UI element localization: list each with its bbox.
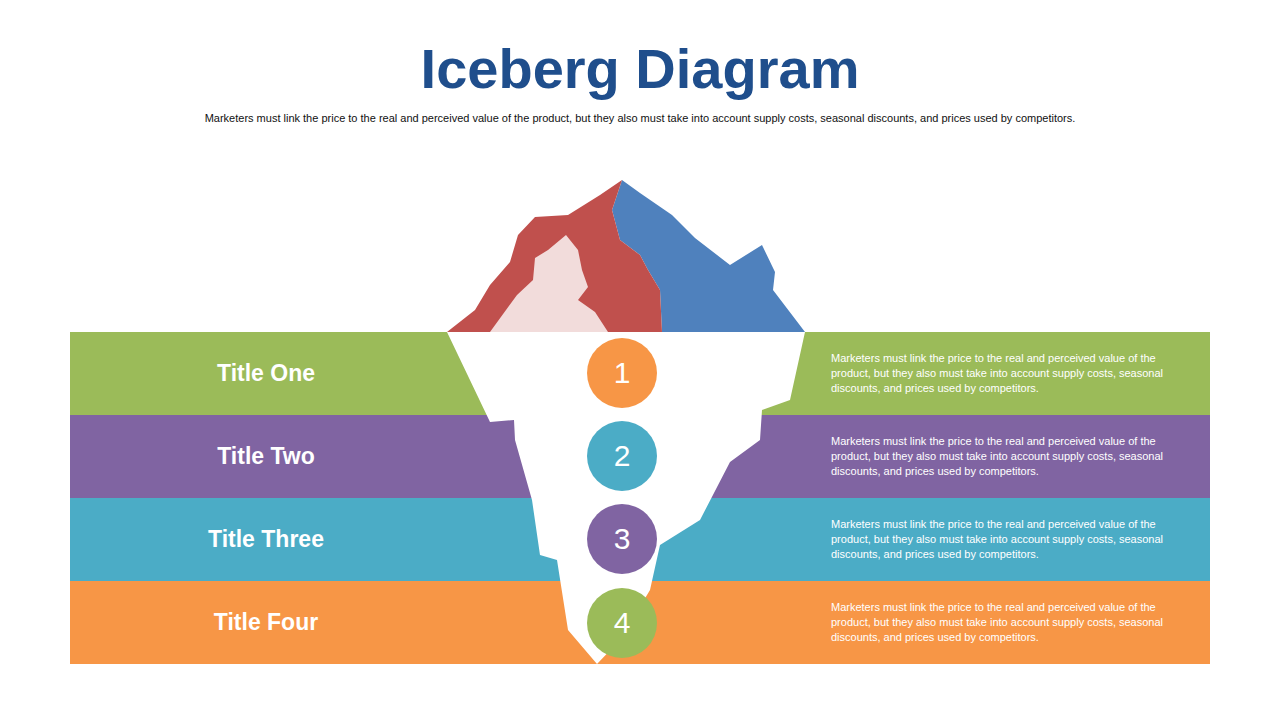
slide-caption: Marketers must link the price to the rea… <box>140 111 1140 126</box>
band-description: Marketers must link the price to the rea… <box>831 498 1196 581</box>
iceberg-tip-light <box>490 235 608 332</box>
description-text: Marketers must link the price to the rea… <box>831 517 1196 562</box>
band-heading: Title Four <box>70 581 462 664</box>
band-row: Title Four Marketers must link the price … <box>70 581 1210 664</box>
callout-number: 4 <box>614 606 631 640</box>
callout-number: 1 <box>614 356 631 390</box>
heading-text: Title Two <box>217 443 315 470</box>
iceberg-tip-blue <box>612 180 805 332</box>
iceberg-tip-red <box>447 180 662 332</box>
heading-text: Title Four <box>214 609 318 636</box>
band-row: Title Two Marketers must link the price t… <box>70 415 1210 498</box>
band-heading: Title One <box>70 332 462 415</box>
band-description: Marketers must link the price to the rea… <box>831 332 1196 415</box>
step-circle: 2 <box>587 421 657 491</box>
step-circle: 1 <box>587 338 657 408</box>
band-description: Marketers must link the price to the rea… <box>831 415 1196 498</box>
heading-text: Title One <box>217 360 315 387</box>
band-description: Marketers must link the price to the rea… <box>831 581 1196 664</box>
description-text: Marketers must link the price to the rea… <box>831 600 1196 645</box>
band-heading: Title Two <box>70 415 462 498</box>
callout-number: 3 <box>614 522 631 556</box>
step-circle: 4 <box>587 588 657 658</box>
band-heading: Title Three <box>70 498 462 581</box>
band-row: Title One Marketers must link the price t… <box>70 332 1210 415</box>
description-text: Marketers must link the price to the rea… <box>831 351 1196 396</box>
description-text: Marketers must link the price to the rea… <box>831 434 1196 479</box>
heading-text: Title Three <box>208 526 324 553</box>
callout-number: 2 <box>614 439 631 473</box>
slide-title: Iceberg Diagram <box>0 34 1280 104</box>
step-circle: 3 <box>587 504 657 574</box>
band-row: Title Three Marketers must link the price… <box>70 498 1210 581</box>
